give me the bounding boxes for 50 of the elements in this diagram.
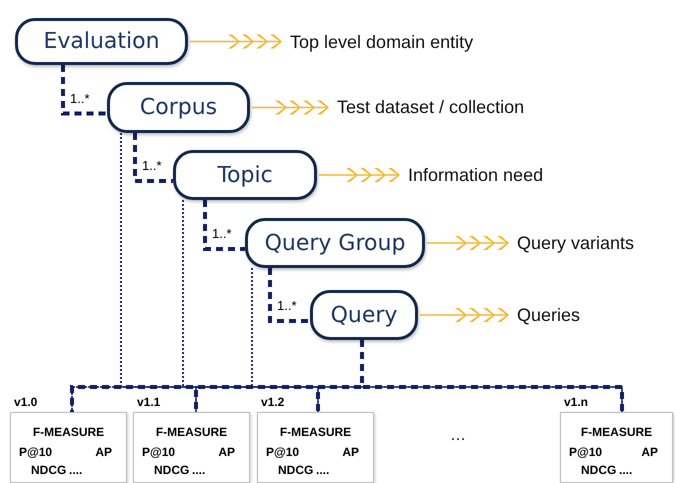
- description-text: Query variants: [517, 232, 634, 254]
- entity-name: Query Group: [264, 230, 406, 256]
- description-text: Queries: [517, 304, 580, 326]
- entity-box: [310, 290, 418, 340]
- multiplicity-label: 1..*: [69, 92, 91, 106]
- multiplicity-label: 1..*: [211, 227, 233, 241]
- metric-name: AP: [95, 445, 112, 459]
- version-label: v1.2: [261, 395, 284, 409]
- metric-name: P@10: [19, 445, 52, 459]
- metric-name: F-MEASURE: [580, 425, 654, 439]
- metric-name: F-MEASURE: [278, 425, 352, 439]
- multiplicity-label: 1..*: [141, 159, 163, 173]
- ellipsis-text: ....: [619, 463, 632, 477]
- entity-name: Corpus: [140, 95, 218, 120]
- metric-name: P@10: [569, 445, 602, 459]
- metric-name: NDCG: [581, 463, 616, 477]
- entity-box: [107, 82, 250, 133]
- metric-name: P@10: [142, 445, 176, 459]
- entity-name: Topic: [217, 162, 273, 188]
- description-text: Top level domain entity: [290, 31, 474, 53]
- metric-name: AP: [218, 445, 235, 459]
- metric-name: F-MEASURE: [32, 425, 106, 439]
- connector-line: [360, 340, 624, 412]
- connector-line: [203, 200, 245, 251]
- version-label: v1.1: [137, 395, 160, 409]
- version-label: v1.n: [564, 395, 588, 409]
- metric-name: NDCG: [154, 463, 190, 477]
- entity-box: [15, 18, 188, 65]
- metric-name: AP: [342, 445, 359, 459]
- connector-line: [133, 133, 173, 183]
- ellipsis-text: ....: [316, 463, 330, 477]
- entity-name: Evaluation: [43, 29, 160, 54]
- multiplicity-label: 1..*: [276, 299, 298, 313]
- metric-name: NDCG: [278, 463, 314, 477]
- entity-box: [173, 150, 317, 200]
- ellipsis-text: …: [450, 427, 466, 445]
- metric-name: AP: [641, 445, 658, 459]
- metric-name: NDCG: [31, 463, 66, 477]
- connector-line: [61, 65, 107, 116]
- connector-line: [251, 268, 623, 412]
- metric-name: F-MEASURE: [154, 425, 228, 439]
- entity-box: [245, 218, 425, 268]
- ellipsis-text: ....: [69, 463, 82, 477]
- description-text: Test dataset / collection: [337, 96, 524, 118]
- version-label: v1.0: [14, 395, 38, 409]
- description-text: Information need: [408, 164, 544, 186]
- ellipsis-text: ....: [192, 463, 206, 477]
- connector-line: [268, 268, 310, 323]
- entity-name: Query: [330, 302, 398, 328]
- metric-name: P@10: [266, 445, 300, 459]
